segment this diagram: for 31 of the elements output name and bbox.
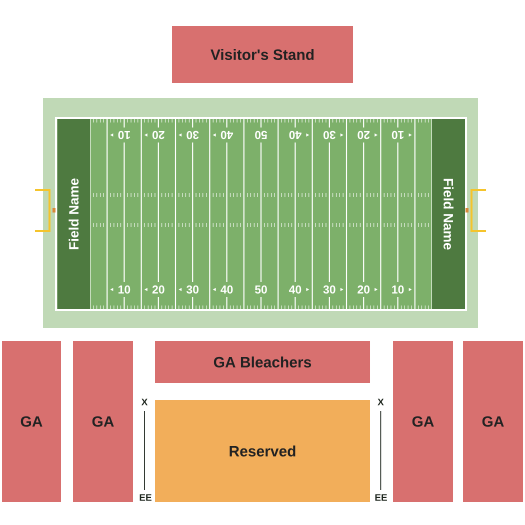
yard-number: 20 [152, 285, 164, 294]
row-label: X [378, 398, 384, 406]
yard-number: 40 [220, 285, 233, 294]
yard-number: 50 [254, 285, 267, 294]
yard-number: 10 [392, 130, 404, 140]
row-label: EE [140, 494, 152, 501]
seating-section: Reserved [155, 400, 370, 502]
yard-number: 30 [323, 130, 336, 140]
yard-number: 30 [186, 285, 199, 294]
yard-number: 50 [255, 130, 268, 140]
row-label: X [141, 398, 148, 406]
seating-section: GA [463, 341, 523, 502]
end-zone: Field Name [57, 119, 90, 309]
yard-number: 20 [358, 130, 370, 140]
yard-number: 30 [323, 285, 336, 294]
yard-number: 10 [118, 130, 130, 140]
seating-section: GA [393, 341, 453, 502]
yard-number: 30 [186, 130, 199, 140]
yard-number: 40 [289, 130, 302, 140]
yard-number: 40 [288, 285, 302, 294]
seating-section: GA [73, 341, 133, 502]
yard-number: 40 [220, 130, 234, 140]
row-label: EE [375, 494, 387, 501]
yard-number: 10 [392, 285, 404, 294]
yard-number: 20 [152, 130, 164, 140]
seating-section: GA [2, 341, 61, 502]
seating-section: GA Bleachers [155, 341, 370, 383]
yard-number: 10 [118, 285, 130, 294]
seating-section: Visitor's Stand [172, 26, 353, 83]
end-zone: Field Name [432, 119, 465, 309]
yard-number: 20 [358, 285, 370, 294]
